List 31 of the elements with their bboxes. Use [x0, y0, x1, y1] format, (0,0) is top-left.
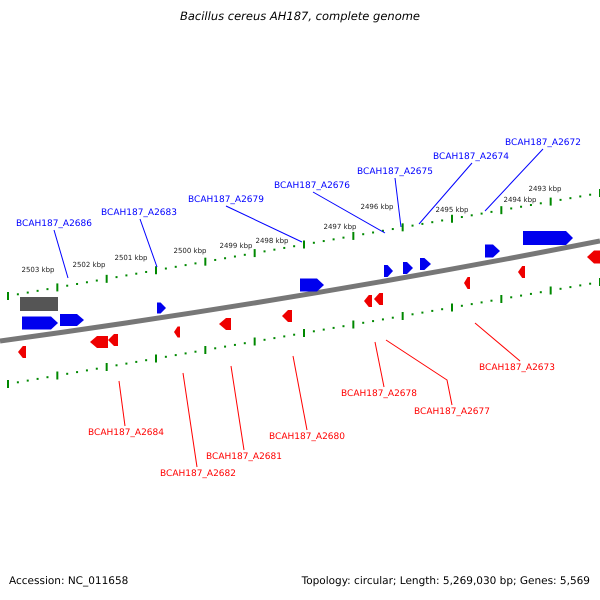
- leader-line: [374, 342, 384, 388]
- leader-line: [292, 356, 308, 430]
- gene-label: BCAH187_A2672: [505, 138, 581, 148]
- leader-line: [386, 340, 452, 406]
- leader-line: [418, 162, 472, 224]
- gene-label: BCAH187_A2673: [479, 363, 555, 373]
- gene-label: BCAH187_A2677: [414, 407, 490, 417]
- gene-label: BCAH187_A2684: [88, 428, 164, 438]
- gene-label: BCAH187_A2674: [433, 152, 509, 162]
- leader-line: [312, 192, 386, 234]
- gene-label: BCAH187_A2676: [274, 181, 350, 191]
- gene-label: BCAH187_A2682: [160, 469, 236, 479]
- leader-line: [54, 230, 68, 278]
- gene-label: BCAH187_A2683: [101, 208, 177, 218]
- leader-line: [474, 322, 520, 362]
- leader-line: [226, 206, 302, 242]
- gene-label: BCAH187_A2678: [341, 389, 417, 399]
- leader-line: [140, 218, 158, 268]
- leader-line: [118, 380, 126, 426]
- title: Bacillus cereus AH187, complete genome: [178, 9, 422, 23]
- leader-line: [394, 178, 402, 228]
- gene-label: BCAH187_A2681: [206, 452, 282, 462]
- genome-summary-text: Topology: circular; Length: 5,269,030 bp; Genes: 5,569: [302, 575, 590, 587]
- leader-line: [182, 372, 198, 468]
- gene-label: BCAH187_A2680: [269, 432, 345, 442]
- accession-text: Accession: NC_011658: [9, 575, 128, 587]
- leader-line: [484, 148, 544, 212]
- gene-label: BCAH187_A2686: [16, 219, 92, 229]
- gene-label: BCAH187_A2675: [357, 167, 433, 177]
- gene-label: BCAH187_A2679: [188, 195, 264, 205]
- leader-line: [230, 366, 244, 450]
